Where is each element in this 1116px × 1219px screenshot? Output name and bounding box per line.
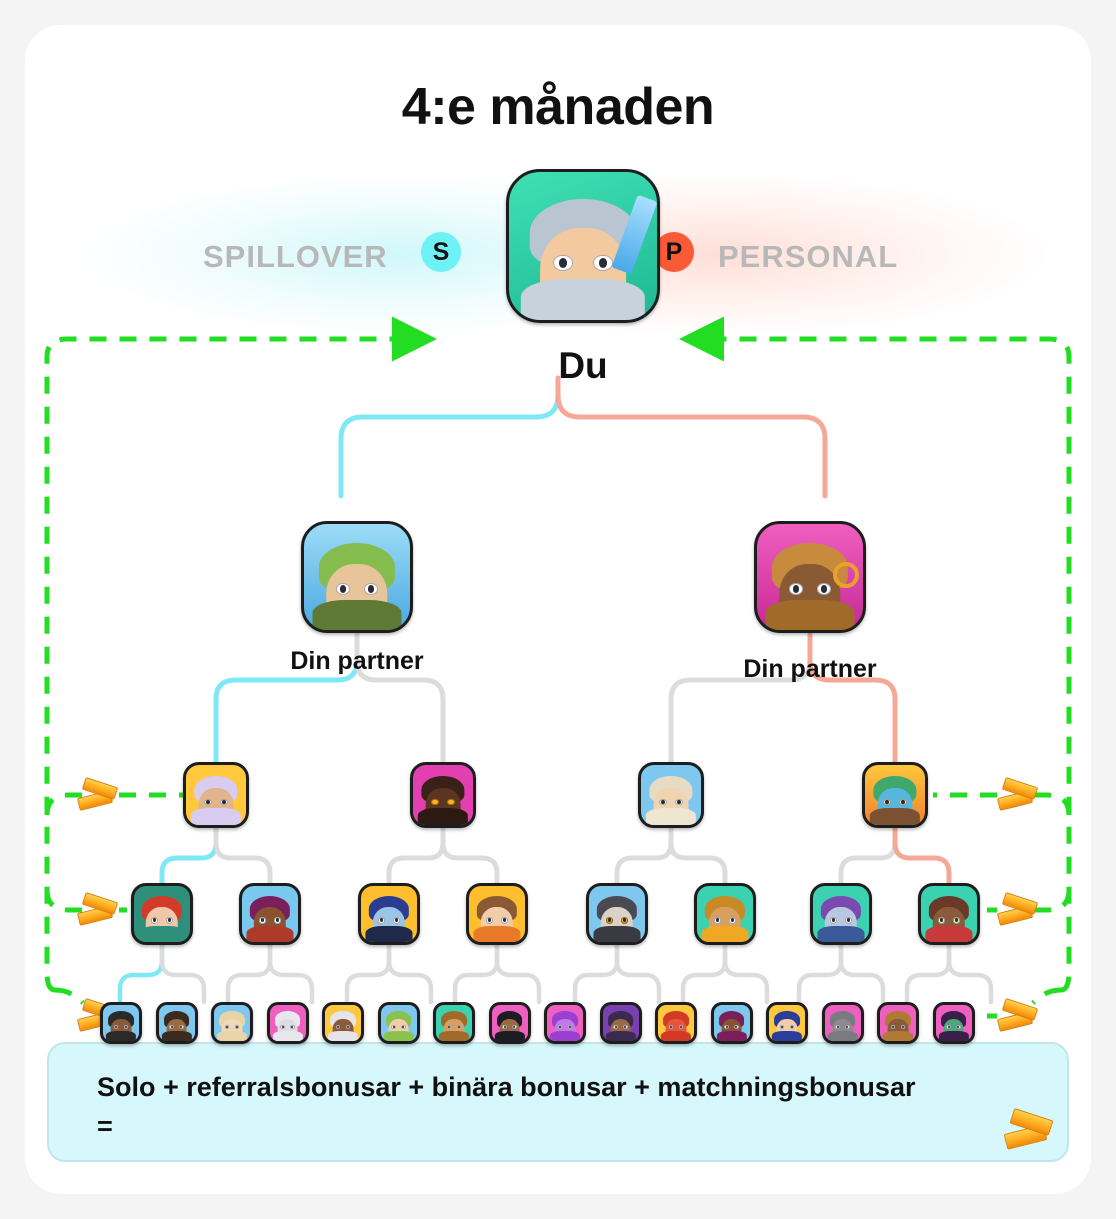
- avatar-level4-9[interactable]: [544, 1002, 586, 1044]
- personal-badge: P: [654, 232, 694, 272]
- avatar-level4-3[interactable]: [211, 1002, 253, 1044]
- gold-bars-icon-right-1: [996, 777, 1039, 811]
- gold-bars-icon-right-3: [996, 998, 1039, 1032]
- avatar-level4-15[interactable]: [877, 1002, 919, 1044]
- avatar-level4-16[interactable]: [932, 1002, 975, 1044]
- gold-bars-icon-left-1: [76, 777, 119, 811]
- avatar-level3-8[interactable]: [918, 883, 980, 945]
- gold-bars-icon-right-2: [996, 892, 1039, 926]
- formula-text: Solo + referralsbonusar + binära bonusar…: [97, 1072, 916, 1142]
- avatar-level2-2[interactable]: [410, 762, 476, 828]
- avatar-level3-6[interactable]: [694, 883, 756, 945]
- avatar-partner-left[interactable]: [301, 521, 413, 633]
- avatar-level4-5[interactable]: [322, 1002, 364, 1044]
- spillover-label: SPILLOVER: [203, 239, 388, 274]
- avatar-partner-right[interactable]: [754, 521, 866, 633]
- avatar-level4-4[interactable]: [266, 1002, 309, 1044]
- gold-bars-icon-formula: [1003, 1108, 1054, 1150]
- avatar-level4-8[interactable]: [488, 1002, 531, 1044]
- avatar-level4-12[interactable]: [710, 1002, 753, 1044]
- personal-label: PERSONAL: [718, 239, 899, 274]
- spillover-badge: S: [421, 232, 461, 272]
- avatar-root-you[interactable]: [506, 169, 660, 323]
- avatar-level4-1[interactable]: [100, 1002, 142, 1044]
- gold-bars-icon-left-2: [76, 892, 119, 926]
- avatar-level2-3[interactable]: [638, 762, 704, 828]
- avatar-level3-7[interactable]: [810, 883, 872, 945]
- avatar-level4-2[interactable]: [155, 1002, 198, 1044]
- avatar-level4-14[interactable]: [821, 1002, 864, 1044]
- avatar-level4-6[interactable]: [377, 1002, 420, 1044]
- avatar-level4-13[interactable]: [766, 1002, 808, 1044]
- avatar-level3-4[interactable]: [466, 883, 528, 945]
- partner-left-label: Din partner: [290, 647, 424, 675]
- main-card: 4:e månaden: [25, 25, 1091, 1194]
- avatar-level3-1[interactable]: [131, 883, 193, 945]
- avatar-level4-7[interactable]: [433, 1002, 475, 1044]
- page-title: 4:e månaden: [401, 78, 715, 136]
- partner-right-label: Din partner: [743, 655, 877, 683]
- root-node-label: Du: [558, 345, 608, 386]
- avatar-level2-4[interactable]: [862, 762, 928, 828]
- avatar-level3-3[interactable]: [358, 883, 420, 945]
- avatar-level3-5[interactable]: [586, 883, 648, 945]
- avatar-level3-2[interactable]: [239, 883, 301, 945]
- avatar-level4-11[interactable]: [655, 1002, 697, 1044]
- formula-box: Solo + referralsbonusar + binära bonusar…: [47, 1042, 1069, 1162]
- avatar-level2-1[interactable]: [183, 762, 249, 828]
- avatar-level4-10[interactable]: [599, 1002, 642, 1044]
